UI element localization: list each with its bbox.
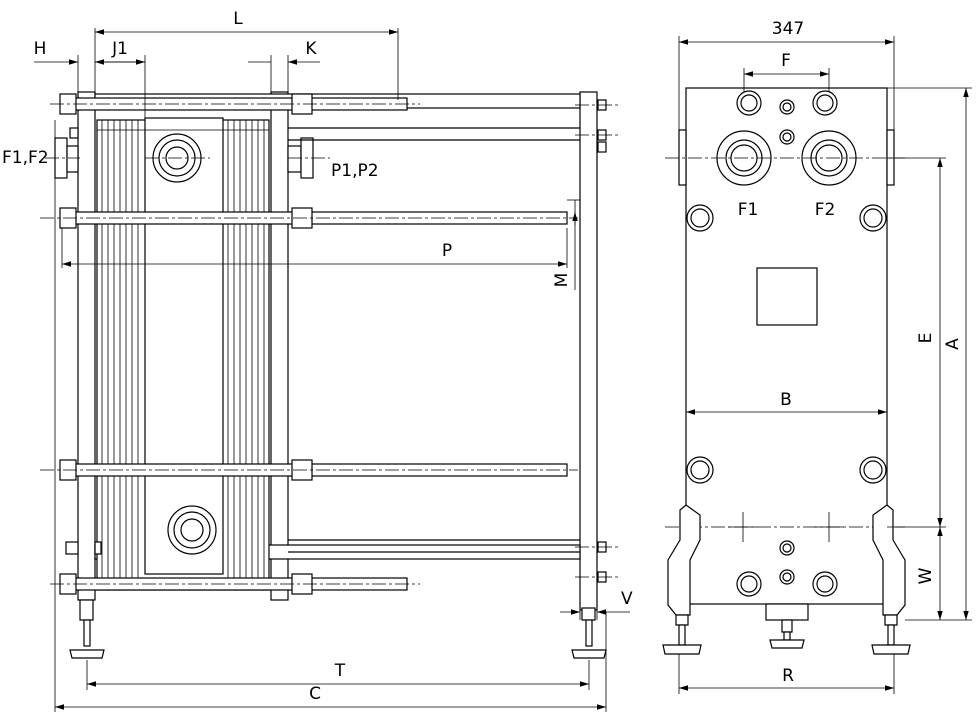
front-leg-left [662,504,702,655]
label-T: T [334,661,346,681]
nameplate [756,267,818,326]
frame-plate-outline [685,87,888,605]
nozzle-f1f2 [45,127,80,179]
label-B: B [780,390,792,410]
label-C: C [309,684,321,704]
label-W: W [916,567,936,584]
label-P: P [442,241,452,261]
label-L: L [233,9,243,29]
front-view: 347 F F1 F2 B E A W R [662,19,972,694]
column-bolts [65,99,618,583]
tightening-bolt-upper [40,207,578,229]
label-F1F2: F1,F2 [2,148,49,168]
tightening-bolt-bottom [50,573,420,595]
label-H: H [34,39,47,59]
tightening-bolt-top [50,93,420,115]
side-view: L H J1 K F1,F2 P1,P2 P M V [2,9,633,712]
label-F1: F1 [738,200,759,220]
label-M: M [552,273,572,288]
label-A: A [943,338,963,350]
label-F2: F2 [815,200,836,220]
bolt-heads [686,90,887,597]
label-R: R [782,666,794,686]
plate-pack [96,117,270,591]
hidden-port-marks [665,512,905,542]
front-foot-center [765,603,809,649]
foot-left [69,599,105,659]
tightening-bolt-lower [40,459,578,481]
pressure-plate [270,91,289,601]
front-leg-right [871,504,911,655]
port-F1 [716,130,772,186]
label-E: E [916,333,936,344]
label-width-347: 347 [772,19,804,39]
upper-port [145,133,210,183]
port-F2 [801,130,857,186]
nozzle-p1p2 [287,137,330,179]
label-F: F [781,51,791,71]
label-J1: J1 [111,39,128,59]
foot-right [571,607,607,659]
label-P1P2: P1,P2 [331,161,379,181]
fixed-frame-plate [77,91,96,601]
lower-port [167,505,217,555]
label-K: K [305,39,317,59]
label-V: V [621,589,633,609]
support-column [579,91,598,611]
